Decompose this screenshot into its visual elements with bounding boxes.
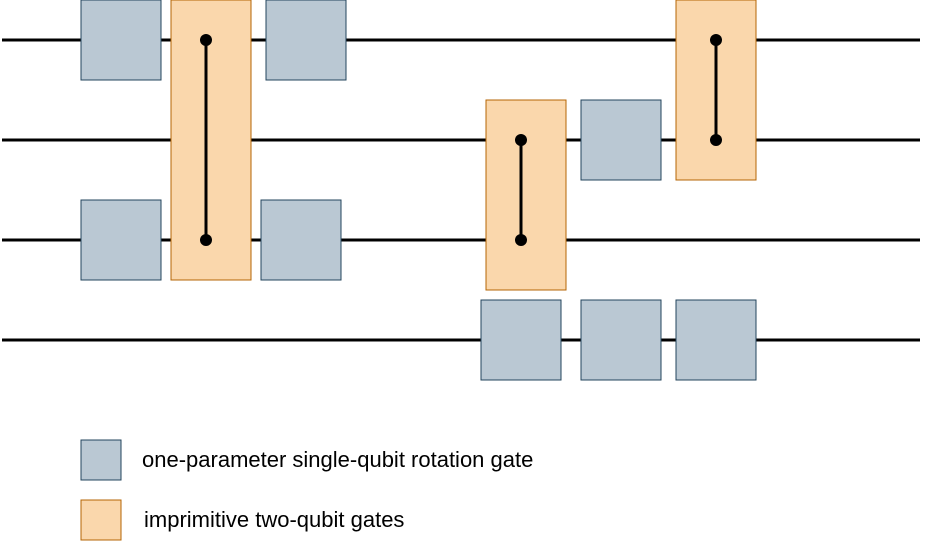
single-qubit-gate — [675, 299, 757, 381]
single-qubit-gate — [580, 299, 662, 381]
control-dot — [515, 234, 527, 246]
single-qubit-gate — [580, 99, 662, 181]
control-dot — [200, 234, 212, 246]
control-dot — [515, 134, 527, 146]
single-qubit-gate — [480, 299, 562, 381]
legend-single-gate-swatch — [80, 439, 122, 481]
legend-two-gate-label: imprimitive two-qubit gates — [144, 507, 404, 532]
control-dot — [710, 34, 722, 46]
gate-connectors — [200, 34, 722, 246]
legend-single-gate-label: one-parameter single-qubit rotation gate — [142, 447, 533, 472]
single-qubit-gate — [260, 199, 342, 281]
single-qubit-gate — [265, 0, 347, 81]
two-qubit-gate-box — [485, 99, 567, 291]
legend: one-parameter single-qubit rotation gate… — [80, 439, 533, 541]
control-dot — [710, 134, 722, 146]
single-qubit-gates — [80, 0, 757, 381]
control-dot — [200, 34, 212, 46]
single-qubit-gate — [80, 199, 162, 281]
two-qubit-gates — [170, 0, 757, 291]
legend-two-gate-swatch — [80, 499, 122, 541]
two-qubit-gate-box — [170, 0, 252, 281]
qubit-wires — [2, 38, 920, 342]
single-qubit-gate — [80, 0, 162, 81]
